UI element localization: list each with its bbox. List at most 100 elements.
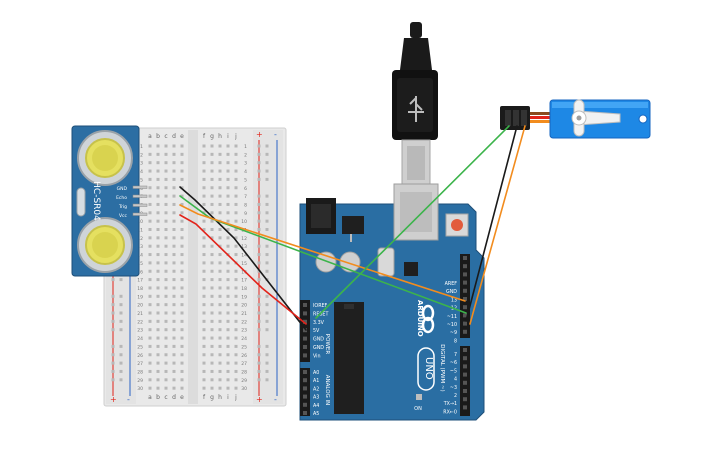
breadboard-hole[interactable] (234, 228, 238, 231)
breadboard-hole[interactable] (234, 219, 238, 223)
header-hole[interactable] (303, 328, 307, 333)
breadboard-hole[interactable] (218, 294, 222, 298)
breadboard-hole[interactable] (164, 144, 168, 148)
breadboard-hole[interactable] (148, 194, 152, 198)
breadboard-hole[interactable] (148, 286, 152, 290)
breadboard-hole[interactable] (164, 169, 168, 173)
rail-hole[interactable] (119, 361, 123, 365)
breadboard-hole[interactable] (156, 161, 160, 165)
rail-hole[interactable] (111, 369, 115, 373)
rail-hole[interactable] (257, 319, 261, 323)
breadboard-hole[interactable] (180, 152, 184, 156)
breadboard-hole[interactable] (202, 286, 206, 290)
rail-hole[interactable] (265, 303, 269, 307)
breadboard-hole[interactable] (180, 236, 184, 240)
breadboard-hole[interactable] (210, 269, 214, 273)
breadboard-hole[interactable] (202, 278, 206, 282)
breadboard-hole[interactable] (234, 194, 238, 198)
rail-hole[interactable] (265, 144, 269, 148)
breadboard-hole[interactable] (164, 244, 168, 248)
breadboard-hole[interactable] (218, 311, 222, 315)
breadboard-hole[interactable] (210, 353, 214, 357)
rail-hole[interactable] (257, 161, 261, 165)
breadboard-hole[interactable] (172, 336, 176, 340)
breadboard-hole[interactable] (148, 378, 152, 382)
breadboard-hole[interactable] (218, 344, 222, 348)
breadboard-hole[interactable] (156, 344, 160, 348)
breadboard-hole[interactable] (226, 152, 230, 156)
rail-hole[interactable] (111, 278, 115, 282)
breadboard-hole[interactable] (226, 144, 230, 148)
breadboard-hole[interactable] (148, 386, 152, 390)
rail-hole[interactable] (265, 202, 269, 206)
rail-hole[interactable] (111, 303, 115, 307)
breadboard-hole[interactable] (234, 336, 238, 340)
breadboard-hole[interactable] (180, 169, 184, 173)
breadboard-hole[interactable] (148, 253, 152, 257)
breadboard-hole[interactable] (172, 228, 176, 231)
breadboard-hole[interactable] (156, 361, 160, 365)
rail-hole[interactable] (265, 261, 269, 265)
breadboard-hole[interactable] (164, 269, 168, 273)
breadboard-hole[interactable] (148, 236, 152, 240)
header-hole[interactable] (303, 303, 307, 307)
breadboard-hole[interactable] (226, 228, 230, 231)
rail-hole[interactable] (111, 328, 115, 332)
breadboard-hole[interactable] (180, 177, 184, 181)
breadboard-hole[interactable] (180, 353, 184, 357)
breadboard-hole[interactable] (156, 328, 160, 332)
rail-hole[interactable] (265, 269, 269, 273)
breadboard-hole[interactable] (164, 152, 168, 156)
breadboard-hole[interactable] (148, 269, 152, 273)
rail-hole[interactable] (265, 294, 269, 298)
rail-hole[interactable] (257, 219, 261, 223)
breadboard-hole[interactable] (172, 286, 176, 290)
breadboard-hole[interactable] (234, 294, 238, 298)
breadboard-hole[interactable] (210, 169, 214, 173)
servo-motor-icon[interactable] (500, 99, 651, 139)
breadboard-hole[interactable] (156, 144, 160, 148)
rail-hole[interactable] (111, 294, 115, 298)
breadboard-hole[interactable] (210, 386, 214, 390)
breadboard-hole[interactable] (172, 253, 176, 257)
breadboard-hole[interactable] (156, 278, 160, 282)
breadboard-hole[interactable] (202, 369, 206, 373)
header-hole[interactable] (463, 297, 467, 301)
breadboard-hole[interactable] (218, 202, 222, 206)
breadboard-hole[interactable] (226, 353, 230, 357)
breadboard-hole[interactable] (164, 378, 168, 382)
breadboard-hole[interactable] (226, 244, 230, 248)
header-hole[interactable] (463, 313, 467, 318)
breadboard-hole[interactable] (210, 378, 214, 382)
wire-servo-power[interactable] (315, 125, 510, 319)
breadboard-hole[interactable] (148, 261, 152, 265)
analog-header[interactable] (300, 368, 310, 416)
breadboard-hole[interactable] (210, 361, 214, 365)
breadboard-hole[interactable] (148, 211, 152, 215)
header-hole[interactable] (463, 380, 467, 385)
breadboard-hole[interactable] (180, 244, 184, 248)
breadboard-hole[interactable] (172, 344, 176, 348)
breadboard-hole[interactable] (202, 361, 206, 365)
breadboard-hole[interactable] (210, 211, 214, 215)
breadboard-hole[interactable] (226, 311, 230, 315)
header-hole[interactable] (463, 256, 467, 260)
rail-hole[interactable] (265, 152, 269, 156)
breadboard-hole[interactable] (202, 344, 206, 348)
breadboard-hole[interactable] (226, 361, 230, 365)
breadboard-hole[interactable] (156, 336, 160, 340)
breadboard-hole[interactable] (234, 152, 238, 156)
rail-hole[interactable] (257, 311, 261, 315)
header-hole[interactable] (463, 329, 467, 334)
breadboard-hole[interactable] (218, 278, 222, 282)
breadboard-hole[interactable] (156, 319, 160, 323)
breadboard-hole[interactable] (148, 303, 152, 307)
header-hole[interactable] (303, 411, 307, 415)
breadboard-hole[interactable] (156, 261, 160, 265)
breadboard-hole[interactable] (172, 269, 176, 273)
breadboard-hole[interactable] (202, 311, 206, 315)
rail-hole[interactable] (265, 219, 269, 223)
breadboard-hole[interactable] (164, 286, 168, 290)
rail-hole[interactable] (265, 253, 269, 257)
breadboard-hole[interactable] (202, 236, 206, 240)
